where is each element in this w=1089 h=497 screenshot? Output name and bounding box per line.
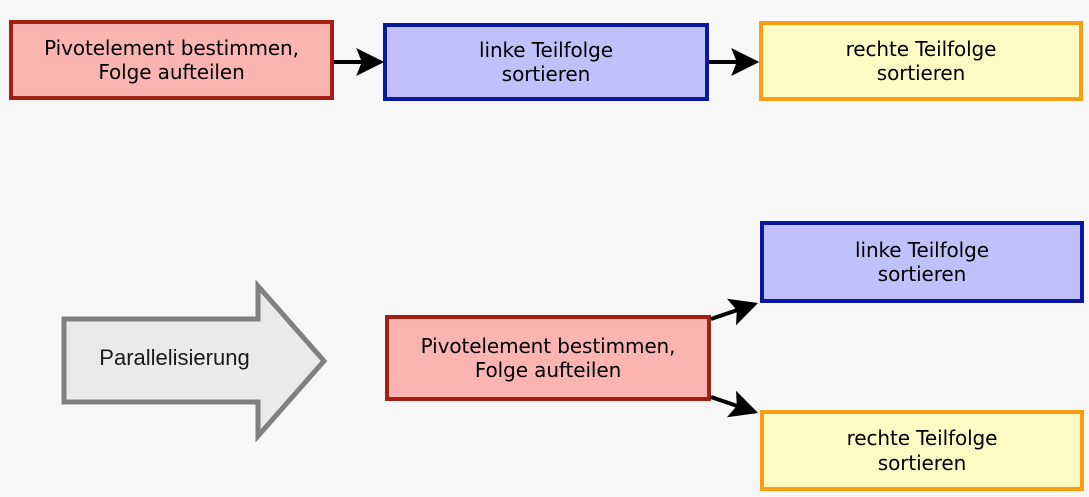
node-parallel-right-subsequence[interactable]: rechte Teilfolge sortieren (760, 410, 1084, 491)
node-parallel-pivot[interactable]: Pivotelement bestimmen, Folge aufteilen (385, 315, 711, 401)
block-arrow-shape (61, 280, 328, 442)
node-parallel-left-subsequence[interactable]: linke Teilfolge sortieren (760, 221, 1084, 303)
node-sequential-left-subsequence[interactable]: linke Teilfolge sortieren (383, 23, 709, 101)
arrow-par-pivot-to-right (710, 390, 759, 418)
node-sequential-right-subsequence[interactable]: rechte Teilfolge sortieren (759, 21, 1083, 101)
parallelisierung-block-arrow (61, 280, 328, 442)
arrow-par-pivot-to-left (710, 298, 759, 326)
node-sequential-pivot[interactable]: Pivotelement bestimmen, Folge aufteilen (9, 20, 334, 100)
